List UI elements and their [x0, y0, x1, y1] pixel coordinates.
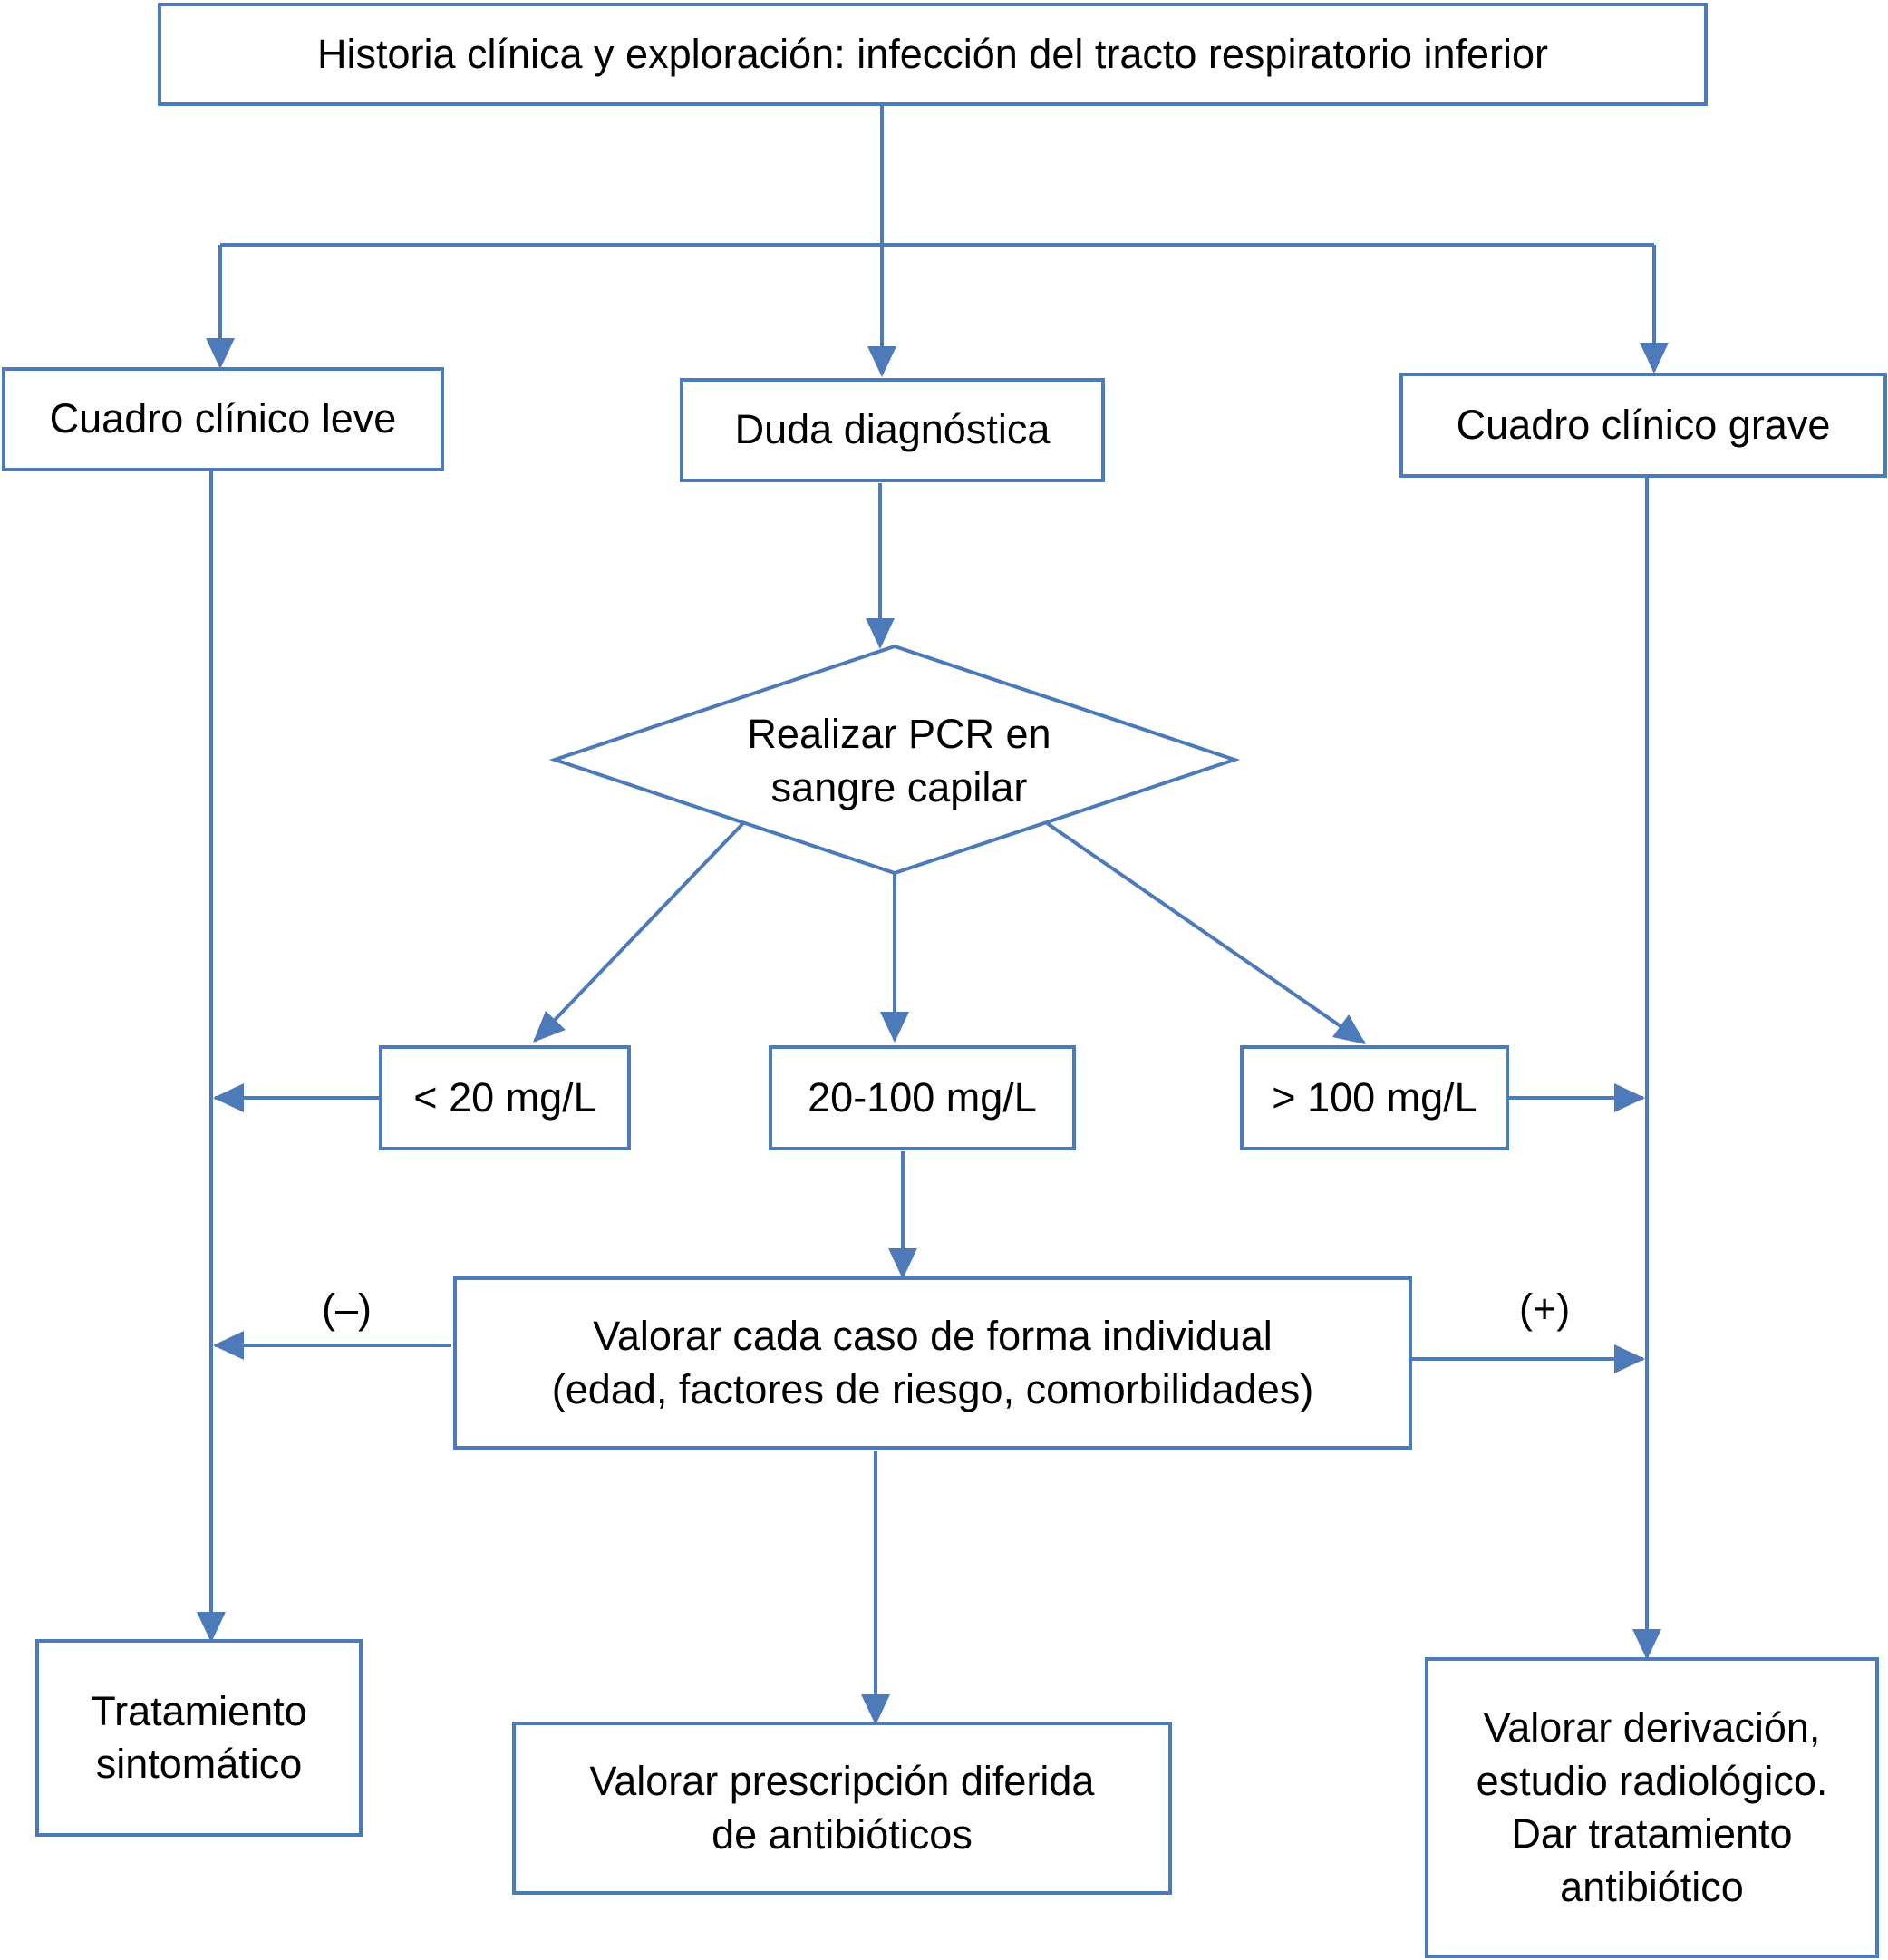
referral-line-4: antibiótico: [1560, 1863, 1744, 1910]
referral-line-3: Dar tratamiento: [1511, 1810, 1793, 1857]
referral-line-1: Valorar derivación,: [1483, 1704, 1821, 1751]
doubt-box: Duda diagnóstica: [680, 378, 1105, 482]
referral-box: Valorar derivación, estudio radiológico.…: [1425, 1657, 1879, 1958]
high-result-box: > 100 mg/L: [1240, 1045, 1509, 1150]
arrowhead-high: [1332, 1014, 1366, 1044]
arrowhead-high-right: [1614, 1083, 1645, 1112]
arrowhead-positive: [1614, 1344, 1645, 1373]
arrowhead-referral: [1632, 1629, 1661, 1660]
assess-box: Valorar cada caso de forma individual (e…: [453, 1276, 1412, 1450]
severe-text: Cuadro clínico grave: [1456, 401, 1831, 448]
low-result-text: < 20 mg/L: [413, 1073, 596, 1121]
delayed-line-2: de antibióticos: [712, 1810, 973, 1858]
arrowhead-symptomatic: [197, 1612, 226, 1643]
referral-line-2: estudio radiológico.: [1476, 1757, 1828, 1804]
mild-text: Cuadro clínico leve: [49, 395, 397, 442]
history-text: Historia clínica y exploración: infecció…: [316, 30, 1549, 77]
delayed-prescription-box: Valorar prescripción diferida de antibió…: [512, 1722, 1172, 1895]
assess-line-2: (edad, factores de riesgo, comorbilidade…: [551, 1365, 1314, 1412]
arrowhead-mid: [880, 1012, 909, 1043]
symptomatic-box: Tratamiento sintomático: [35, 1639, 363, 1837]
arrowhead-doubt: [867, 346, 896, 377]
doubt-text: Duda diagnóstica: [734, 406, 1051, 453]
mid-result-text: 20-100 mg/L: [808, 1073, 1037, 1121]
arrowheads: [197, 338, 1669, 1725]
assess-line-1: Valorar cada caso de forma individual: [593, 1313, 1273, 1359]
mid-result-box: 20-100 mg/L: [769, 1045, 1076, 1150]
pcr-line-1: Realizar PCR en: [747, 711, 1051, 757]
edge-pcr-to-high: [1045, 821, 1366, 1044]
arrowhead-low-left: [213, 1083, 244, 1112]
arrowhead-assess: [888, 1248, 917, 1279]
delayed-line-1: Valorar prescripción diferida: [589, 1758, 1095, 1804]
pcr-line-2: sangre capilar: [770, 763, 1028, 810]
low-result-box: < 20 mg/L: [379, 1045, 631, 1150]
symptomatic-line-1: Tratamiento: [91, 1687, 307, 1734]
edge-pcr-to-low: [533, 821, 745, 1043]
arrowhead-mild: [206, 338, 235, 369]
decision-diamond: [548, 644, 1241, 876]
symptomatic-line-2: sintomático: [95, 1741, 303, 1787]
high-result-text: > 100 mg/L: [1272, 1073, 1477, 1121]
positive-label: (+): [1519, 1286, 1571, 1332]
severe-box: Cuadro clínico grave: [1399, 373, 1887, 478]
arrowhead-severe: [1640, 343, 1669, 374]
arrowhead-pcr: [866, 618, 895, 649]
arrowhead-negative: [213, 1331, 244, 1360]
history-box: Historia clínica y exploración: infecció…: [158, 3, 1708, 106]
mild-box: Cuadro clínico leve: [2, 367, 444, 471]
arrowhead-low: [533, 1011, 566, 1043]
arrowhead-delayed: [861, 1694, 890, 1725]
pcr-decision-text: Realizar PCR en sangre capilar: [645, 708, 1153, 814]
negative-label: (–): [322, 1286, 372, 1332]
